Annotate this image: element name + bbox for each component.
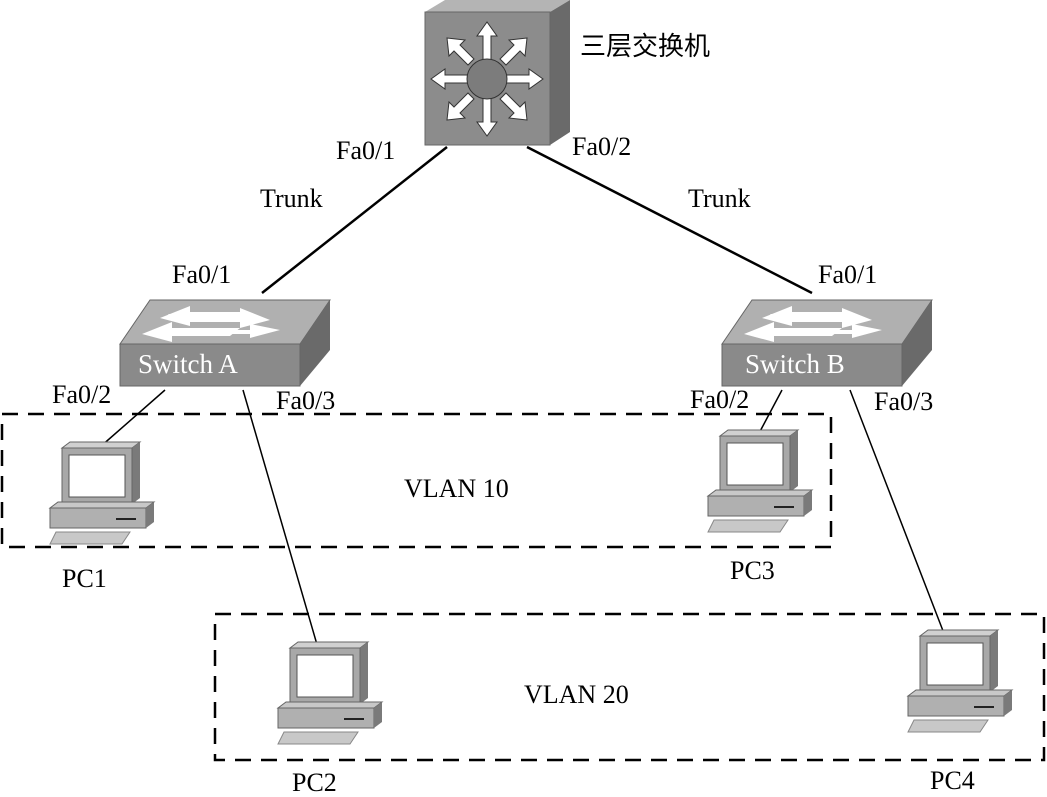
pc2-icon <box>277 641 383 745</box>
vlan20-box <box>213 612 1046 762</box>
vlan20-label: VLAN 20 <box>524 680 629 709</box>
link-switcha-pc2 <box>242 389 319 649</box>
core-switch-label: 三层交换机 <box>580 32 711 62</box>
switch-b-port-fa0-3: Fa0/3 <box>874 387 934 416</box>
pc1-label: PC1 <box>62 564 107 593</box>
vlan10-box <box>0 412 833 549</box>
pc2-label: PC2 <box>292 768 337 797</box>
switch-a-port-fa0-1: Fa0/1 <box>172 260 232 289</box>
link-switchb-pc4 <box>849 389 946 637</box>
switch-a-port-fa0-2: Fa0/2 <box>52 380 112 409</box>
layer3-switch-icon <box>424 0 570 146</box>
switch-b-label: Switch B <box>745 349 845 379</box>
core-port-fa0-2: Fa0/2 <box>572 132 632 161</box>
trunk-link-left <box>261 146 448 294</box>
pc3-label: PC3 <box>730 556 775 585</box>
trunk-link-right <box>526 145 813 295</box>
trunk-label-left: Trunk <box>260 184 323 213</box>
switch-b-port-fa0-2: Fa0/2 <box>690 385 750 414</box>
pc1-icon <box>49 441 155 545</box>
trunk-label-right: Trunk <box>688 184 751 213</box>
pc4-icon <box>907 629 1013 733</box>
switch-b-port-fa0-1: Fa0/1 <box>818 260 878 289</box>
pc3-icon <box>707 429 813 533</box>
vlan10-label: VLAN 10 <box>404 474 509 503</box>
switch-a-label: Switch A <box>138 349 238 379</box>
switch-a-port-fa0-3: Fa0/3 <box>276 386 336 415</box>
core-port-fa0-1: Fa0/1 <box>336 136 396 165</box>
pc4-label: PC4 <box>930 766 975 795</box>
link-switcha-pc1 <box>99 389 166 448</box>
